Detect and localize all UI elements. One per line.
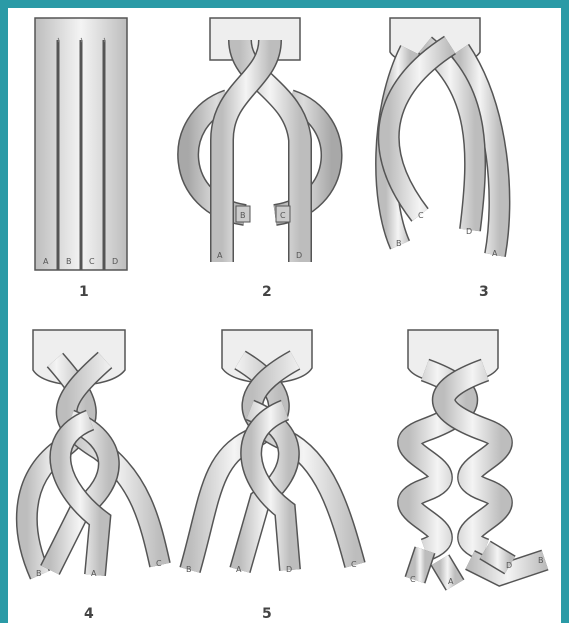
step-6-end-d: D: [506, 561, 512, 570]
step-4-end-b: B: [36, 569, 42, 578]
step-1-end-a: A: [43, 257, 49, 266]
step-2-end-d: D: [296, 251, 302, 260]
step-2-figure: A D B C: [188, 18, 331, 262]
step-1-end-d: D: [112, 257, 118, 266]
step-1-end-b: B: [66, 257, 72, 266]
step-2-end-b: B: [240, 211, 246, 220]
step-6-end-a: A: [448, 577, 454, 586]
step-6-end-b: B: [538, 556, 544, 565]
step-4-end-c: C: [156, 559, 162, 568]
step-3-end-a: A: [492, 249, 498, 258]
step-2-end-a: A: [217, 251, 223, 260]
step-1-label: 1: [79, 284, 89, 300]
step-2-label: 2: [262, 284, 272, 300]
step-6-end-c: C: [410, 575, 416, 584]
step-5-end-c: C: [351, 560, 357, 569]
step-5-figure: B A D C: [186, 330, 357, 574]
step-5-label: 5: [262, 606, 272, 622]
step-3-end-d: D: [466, 227, 472, 236]
step-4-figure: B A C: [27, 330, 162, 578]
step-6-figure: C A D B: [408, 330, 545, 586]
step-3-end-c: C: [418, 211, 424, 220]
step-1-end-c: C: [89, 257, 95, 266]
step-3-end-b: B: [396, 239, 402, 248]
step-5-end-d: D: [286, 565, 292, 574]
step-2-end-c: C: [280, 211, 286, 220]
step-5-end-b: B: [186, 565, 192, 574]
step-4-label: 4: [84, 606, 94, 622]
step-4-end-a: A: [91, 569, 97, 578]
step-1-figure: A B C D: [35, 18, 127, 270]
step-5-end-a: A: [236, 565, 242, 574]
step-3-label: 3: [479, 284, 489, 300]
step-3-figure: B C D A: [386, 18, 499, 258]
